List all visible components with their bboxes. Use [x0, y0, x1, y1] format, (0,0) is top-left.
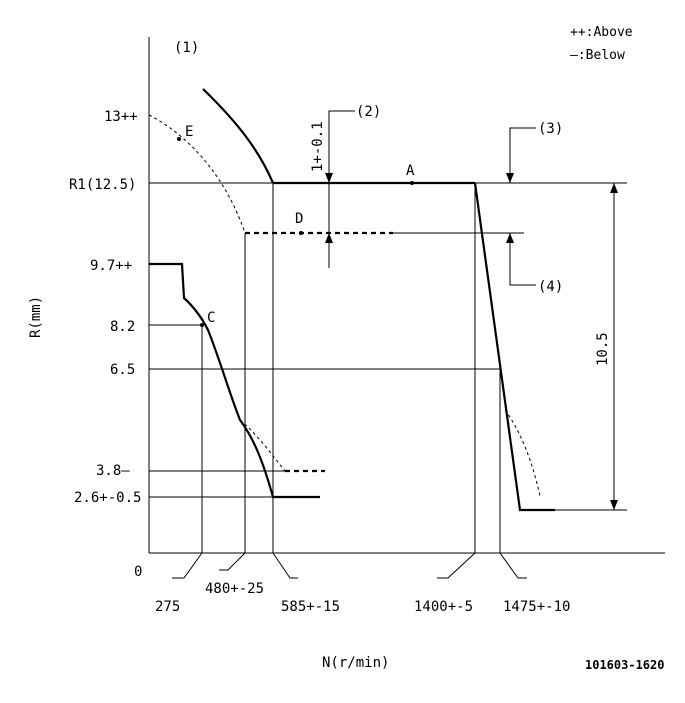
tolerance-label: 1+-0.1: [310, 121, 326, 172]
legend-below: —:Below: [570, 48, 625, 63]
callout-2-label: (2): [356, 104, 381, 120]
x-leader-1475: [499, 552, 527, 579]
span-arrow-bottom: [610, 500, 618, 510]
lower-curve-c: [149, 262, 320, 499]
point-a-label: A: [406, 163, 415, 179]
tolerance-arrow-bottom: [325, 233, 333, 243]
callout-3-label: (3): [538, 121, 563, 137]
point-c-dot: [200, 323, 204, 327]
callout-2-leader: [328, 110, 355, 183]
y-tick-13: 13++: [104, 109, 138, 125]
x-leader-480: [219, 552, 246, 571]
callout-4-arrow: [506, 233, 514, 243]
x-leader-275: [172, 552, 203, 579]
y-tick-6-5: 6.5: [110, 362, 135, 378]
drawing-id: 101603-1620: [585, 658, 664, 672]
x-leader-1400: [437, 552, 476, 579]
y-axis-title: R(mm): [28, 296, 44, 338]
x-axis-title: N(r/min): [322, 655, 389, 671]
tolerance-arrow-top: [325, 173, 333, 183]
span-arrow-top: [610, 183, 618, 193]
x-tick-1475: 1475+-10: [503, 599, 570, 615]
callout-3-leader: [509, 127, 536, 183]
point-e-dot: [177, 137, 181, 141]
governor-droop-line: [473, 182, 555, 512]
x-tick-480: 480+-25: [205, 581, 264, 597]
x-tick-275: 275: [155, 599, 180, 615]
origin-label: 0: [134, 564, 142, 580]
point-d-dot: [299, 231, 303, 235]
y-tick-r1: R1(12.5): [69, 177, 136, 193]
point-d-label: D: [295, 211, 303, 227]
legend-above: ++:Above: [570, 25, 633, 40]
point-c-label: C: [207, 310, 215, 326]
upper-rising-curve: [202, 88, 275, 184]
right-curve-dashed: [504, 409, 541, 497]
x-tick-585: 585+-15: [281, 599, 340, 615]
callout-4-label: (4): [538, 279, 563, 295]
curve-e-dashed: [148, 114, 246, 234]
point-e-label: E: [185, 124, 193, 140]
callout-4-leader: [509, 233, 536, 286]
callout-3-arrow: [506, 173, 514, 183]
x-leader-585: [272, 552, 298, 579]
point-a-dot: [410, 181, 414, 185]
y-tick-2-6: 2.6+-0.5: [74, 490, 141, 506]
section-label-1: (1): [174, 40, 199, 56]
x-tick-1400: 1400+-5: [414, 599, 473, 615]
span-label: 10.5: [595, 332, 611, 366]
y-tick-3-8: 3.8—: [96, 463, 130, 479]
y-tick-9-7: 9.7++: [90, 258, 132, 274]
lower-curve-dashed: [239, 419, 286, 472]
y-tick-8-2: 8.2: [110, 319, 135, 335]
